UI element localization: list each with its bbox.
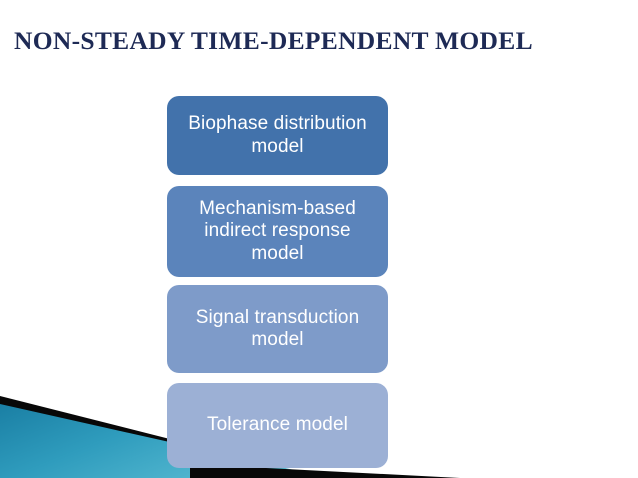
process-box-mechanism-based-indirect-response-model[interactable]: Mechanism-based indirect response model (167, 186, 388, 277)
process-box-biophase-distribution-model[interactable]: Biophase distribution model (167, 96, 388, 175)
process-box-signal-transduction-model[interactable]: Signal transduction model (167, 285, 388, 373)
process-box-label: Mechanism-based indirect response model (199, 197, 356, 264)
process-box-label: Signal transduction model (195, 306, 360, 350)
page-title: NON-STEADY TIME-DEPENDENT MODEL (14, 26, 533, 55)
process-box-tolerance-model[interactable]: Tolerance model (167, 383, 388, 468)
process-box-label: Tolerance model (207, 414, 348, 436)
process-box-label: Biophase distribution model (188, 113, 367, 157)
